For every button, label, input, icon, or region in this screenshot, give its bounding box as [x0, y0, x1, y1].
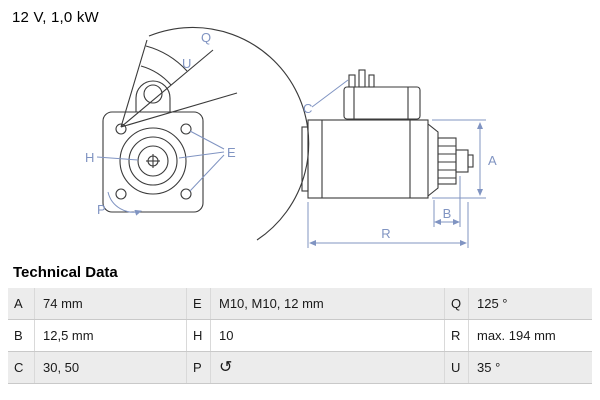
side-view-dimension-lines	[307, 79, 486, 248]
starter-motor-drawing: Q U E H P C A B R	[85, 26, 497, 248]
table-cell-key: H	[186, 320, 210, 351]
voltage-power-rating: 12 V, 1,0 kW	[12, 9, 99, 26]
side-view-linework	[301, 69, 474, 199]
front-view-linework	[102, 26, 310, 241]
table-cell-value: 12,5 mm	[34, 320, 186, 351]
front-view-dimension-leaders	[96, 130, 225, 216]
table-cell-value: max. 194 mm	[468, 320, 592, 351]
table-cell-key: U	[444, 352, 468, 383]
dim-label-U: U	[182, 56, 191, 71]
table-cell-key: R	[444, 320, 468, 351]
dim-label-Q: Q	[201, 30, 211, 45]
dim-label-E: E	[227, 145, 236, 160]
table-cell-key: A	[14, 296, 23, 311]
dim-label-A: A	[488, 153, 497, 168]
table-row: A 74 mm E M10, M10, 12 mm Q 125 °	[8, 288, 592, 320]
dim-label-C: C	[303, 101, 312, 116]
dim-label-P: P	[97, 202, 106, 217]
dim-label-R: R	[381, 226, 390, 241]
table-cell-value: 35 °	[468, 352, 592, 383]
table-row: C 30, 50 P ↺ U 35 °	[8, 352, 592, 384]
rotation-ccw-icon: ↺	[210, 352, 444, 383]
table-cell-value: M10, M10, 12 mm	[210, 288, 444, 319]
table-cell-key: Q	[444, 288, 468, 319]
table-cell-key: E	[186, 288, 210, 319]
table-cell-value: 125 °	[468, 288, 592, 319]
technical-data-title: Technical Data	[13, 264, 118, 281]
dim-label-H: H	[85, 150, 94, 165]
table-cell-value: 30, 50	[34, 352, 186, 383]
table-cell-value: 74 mm	[34, 288, 186, 319]
table-cell-key: P	[186, 352, 210, 383]
table-cell-key: B	[14, 328, 23, 343]
table-cell-value: 10	[210, 320, 444, 351]
dim-label-B: B	[443, 206, 452, 221]
table-row: B 12,5 mm H 10 R max. 194 mm	[8, 320, 592, 352]
technical-data-section: Technical Data A 74 mm E M10, M10, 12 mm…	[8, 264, 592, 384]
table-cell-key: C	[14, 360, 24, 375]
